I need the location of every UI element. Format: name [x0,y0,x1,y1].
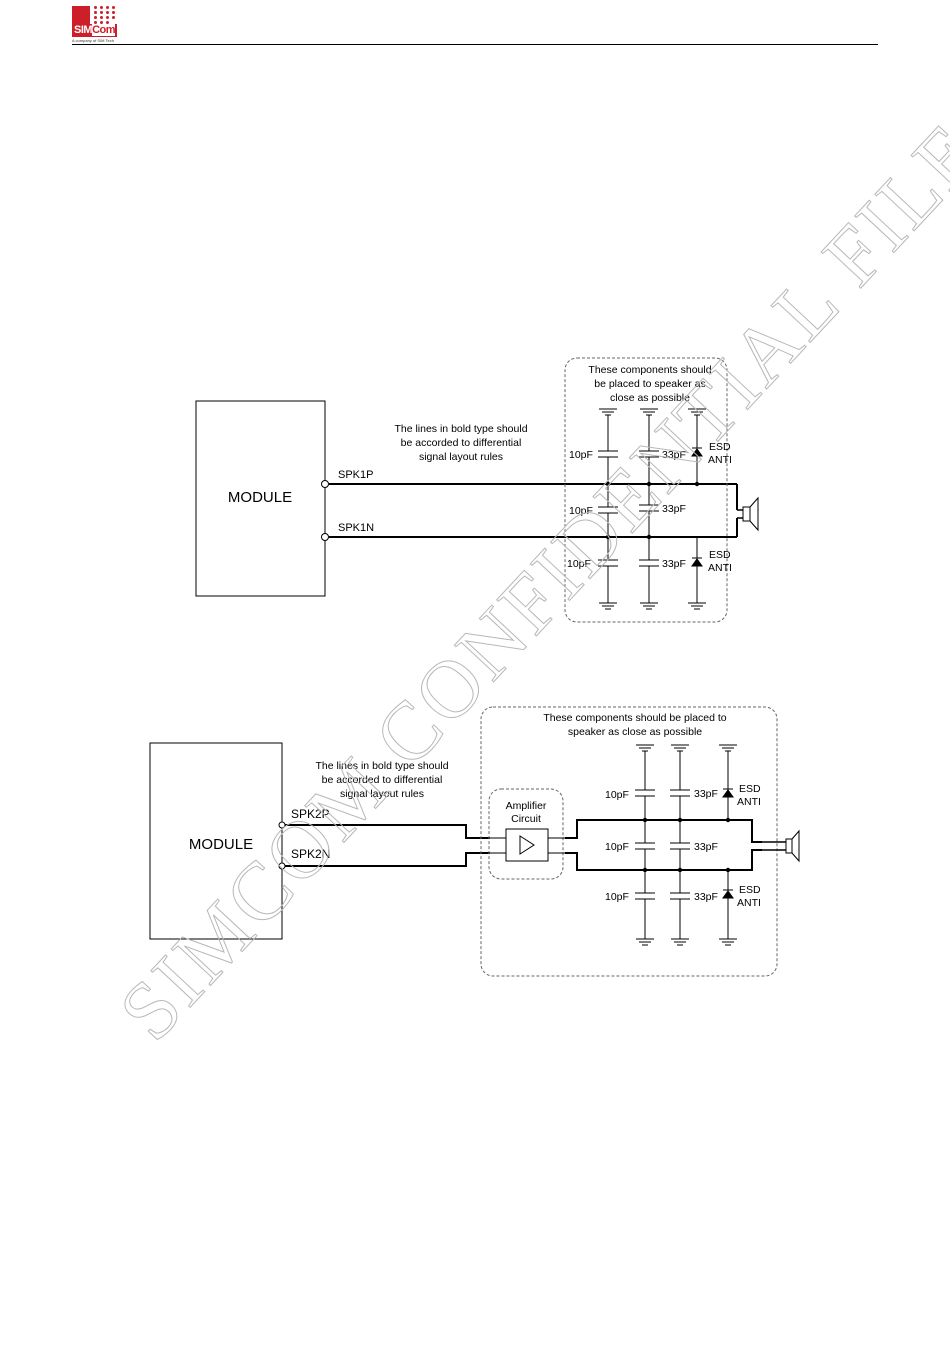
module-1-label: MODULE [228,489,292,506]
pin-spk2n [278,862,286,870]
speaker-icon [742,496,759,532]
box-note-1-line3: close as possible [610,392,690,404]
pin-spk1p [321,480,329,488]
ground-top-2b [671,744,689,790]
cap-label-1-33pf-c: 33pF [662,558,686,570]
header-rule [72,44,878,45]
box-note-1-line1: These components should [588,364,711,376]
logo-red-mark [72,6,90,24]
trace-spk2n [285,852,490,867]
cap-label-2-10pf-b: 10pF [605,841,629,853]
esd-label-2b-l1: ESD [739,884,761,896]
ground-top-1c [688,408,706,448]
cap-column-10pf-2 [635,789,655,946]
cap-column-33pf-2 [670,789,690,946]
bold-note-1-line2: be accorded to differential [401,437,522,449]
junctions-2 [642,817,731,873]
bold-note-1-line1: The lines in bold type should [394,423,527,435]
esd-label-1a-l1: ESD [709,441,731,453]
trace-amp-out-p [565,819,762,843]
pin-spk2p [278,821,286,829]
diagram-2: MODULE SPK2P SPK2N The lines in bold typ… [149,706,800,977]
pin-spk1n [321,533,329,541]
bold-note-2-line2: be accorded to differential [322,774,443,786]
cap-label-1-10pf-b: 10pF [569,505,593,517]
bold-note-1-line3: signal layout rules [419,451,503,463]
esd-diode-bottom-1 [688,537,706,610]
esd-label-1b-l1: ESD [709,549,731,561]
logo-tagline: A company of SIM Tech [72,38,114,43]
box-note-2-line1: These components should be placed to [543,712,726,724]
amp-label-line2: Circuit [511,813,541,825]
cap-label-2-10pf-a: 10pF [605,789,629,801]
bold-note-2-line1: The lines in bold type should [315,760,448,772]
junctions-1 [605,481,700,540]
box-note-1-line2: be placed to speaker as [594,378,706,390]
logo-wordmark: SIMCom [72,24,118,37]
net-label-spk2n: SPK2N [291,847,330,861]
cap-column-10pf-1 [598,450,618,610]
placement-box-1 [564,357,728,623]
esd-label-2b-l2: ANTI [737,897,761,909]
diagram-1: MODULE SPK1P SPK1N The lines in bold typ… [195,357,759,623]
ground-top-2a [636,744,654,790]
cap-label-1-10pf-a: 10pF [569,449,593,461]
cap-label-2-33pf-b: 33pF [694,841,718,853]
simcom-logo: SIMCom A company of SIM Tech [72,6,132,43]
cap-label-2-10pf-c: 10pF [605,891,629,903]
amp-label-line1: Amplifier [506,800,547,812]
esd-diode-top-2 [722,788,734,820]
cap-label-2-33pf-a: 33pF [694,788,718,800]
amplifier-boundary [488,788,564,880]
net-label-spk1n: SPK1N [338,522,374,534]
cap-label-2-33pf-c: 33pF [694,891,718,903]
cap-column-33pf-1 [639,450,659,610]
ground-top-1a [599,408,617,451]
ground-top-1b [640,408,658,451]
module-2-box [149,742,283,940]
trace-spk2p [285,824,490,839]
esd-diode-bottom-2 [719,870,737,946]
module-2-label: MODULE [189,836,253,853]
esd-label-2a-l2: ANTI [737,796,761,808]
cap-label-1-33pf-b: 33pF [662,503,686,515]
module-1-box [195,400,326,597]
esd-label-1b-l2: ANTI [708,562,732,574]
bold-note-2-line3: signal layout rules [340,788,424,800]
cap-label-1-10pf-c: 10pF [567,558,591,570]
box-note-2-line2: speaker as close as possible [568,726,702,738]
speaker-icon [785,829,800,863]
ground-top-2c [719,744,737,789]
esd-label-2a-l1: ESD [739,783,761,795]
cap-label-1-33pf-a: 33pF [662,449,686,461]
esd-diode-top-1 [691,447,703,484]
net-label-spk1p: SPK1P [338,469,373,481]
net-label-spk2p: SPK2P [291,807,330,821]
esd-label-1a-l2: ANTI [708,454,732,466]
placement-box-2 [480,706,778,977]
logo-dot-grid [94,6,120,24]
amplifier-triangle-icon [519,835,535,855]
trace-amp-out-n [565,849,762,871]
